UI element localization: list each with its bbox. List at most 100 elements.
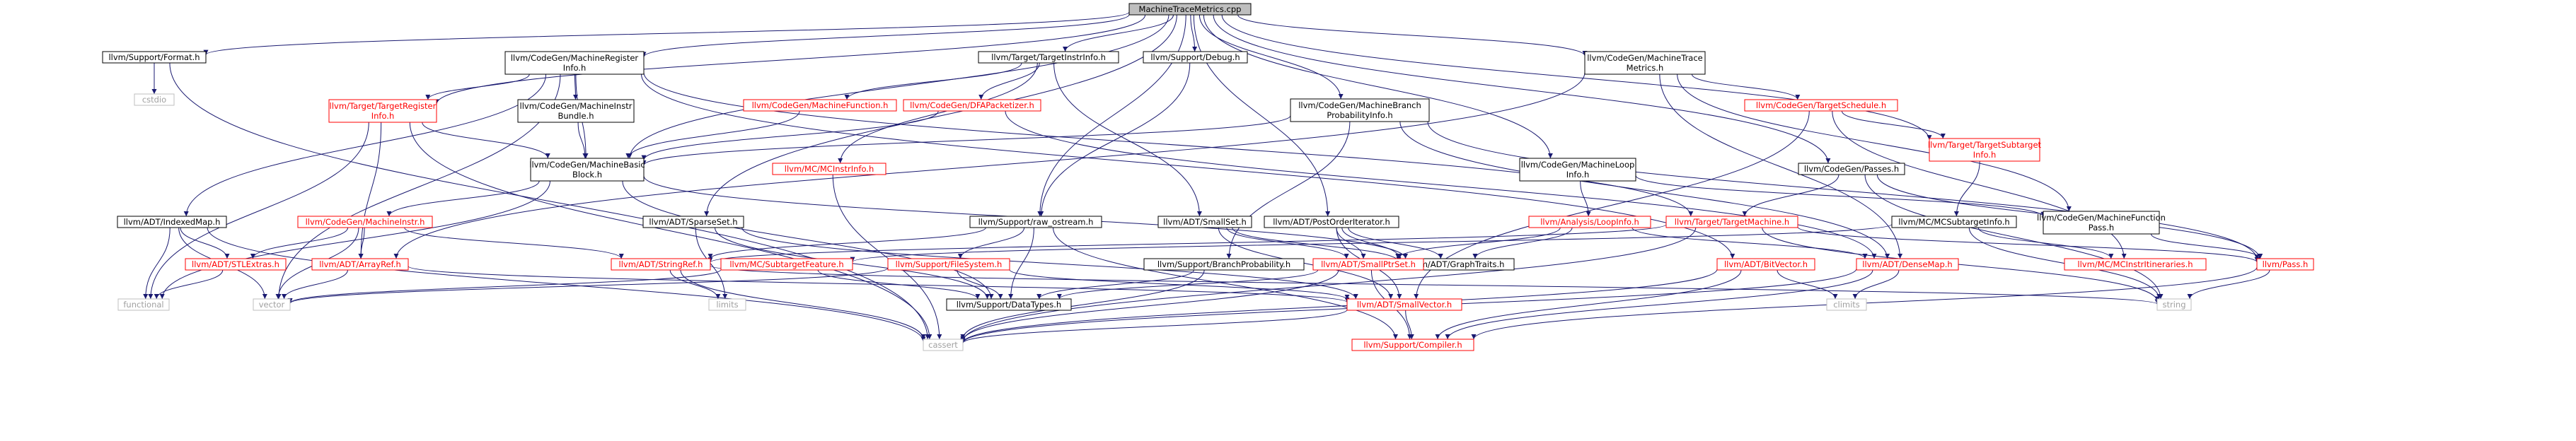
edge-mibundle-to-mbb bbox=[577, 122, 588, 159]
node-stringref[interactable]: llvm/ADT/StringRef.h bbox=[611, 258, 711, 271]
node-format-label: llvm/Support/Format.h bbox=[108, 52, 200, 62]
edge-root-to-mloopinfo bbox=[1203, 14, 1553, 159]
node-mcinstrinfo-label: llvm/MC/MCInstrInfo.h bbox=[785, 164, 874, 174]
node-filesystem-box bbox=[887, 258, 1010, 271]
edge-mreginfo-to-ttm bbox=[643, 72, 1694, 217]
edge-mloopinfo-to-loopinfo bbox=[1580, 180, 1591, 217]
node-smallvector-box bbox=[1346, 298, 1462, 311]
edge-filesystem-to-smallvector bbox=[1009, 269, 1350, 300]
node-passes-box bbox=[1798, 163, 1905, 175]
node-cstdio: cstdio bbox=[134, 93, 175, 106]
node-debug[interactable]: llvm/Support/Debug.h bbox=[1143, 51, 1248, 64]
node-vector: vector bbox=[253, 298, 291, 311]
edge-mtm-to-densemap bbox=[1659, 74, 1903, 259]
edge-pass-to-string bbox=[2187, 269, 2270, 300]
edge-treginfo-to-cassert bbox=[409, 122, 932, 340]
node-stringref-label: llvm/ADT/StringRef.h bbox=[619, 259, 703, 269]
node-datatypes[interactable]: llvm/Support/DataTypes.h bbox=[946, 298, 1072, 311]
node-stringref-box bbox=[611, 258, 711, 271]
edge-mreginfo-to-bitvector bbox=[641, 74, 1735, 259]
node-mloopinfo-label: llvm/CodeGen/MachineLoop bbox=[1521, 160, 1635, 170]
node-indexedmap[interactable]: llvm/ADT/IndexedMap.h bbox=[117, 216, 227, 228]
edge-smallvector-to-compiler bbox=[1405, 310, 1414, 340]
edge-mreginfo-to-treginfo bbox=[425, 74, 530, 100]
node-mcinstrinfo[interactable]: llvm/MC/MCInstrInfo.h bbox=[772, 163, 886, 175]
node-passes[interactable]: llvm/CodeGen/Passes.h bbox=[1798, 163, 1905, 175]
edge-mreginfo-to-mibundle bbox=[573, 74, 579, 100]
node-mfunction[interactable]: llvm/CodeGen/MachineFunction.h bbox=[743, 99, 897, 112]
node-filesystem[interactable]: llvm/Support/FileSystem.h bbox=[887, 258, 1010, 271]
node-mtm-label: Metrics.h bbox=[1627, 63, 1664, 73]
node-datatypes-box bbox=[946, 298, 1072, 311]
node-branchprob-label: llvm/Support/BranchProbability.h bbox=[1157, 259, 1290, 269]
edge-mtm-to-mfpass bbox=[1677, 74, 2072, 212]
node-mcinstritin[interactable]: llvm/MC/MCInstrItineraries.h bbox=[2064, 258, 2207, 271]
node-tsched[interactable]: llvm/CodeGen/TargetSchedule.h bbox=[1744, 99, 1898, 112]
node-minstr[interactable]: llvm/CodeGen/MachineInstr.h bbox=[297, 216, 433, 228]
node-smallptrset[interactable]: llvm/ADT/SmallPtrSet.h bbox=[1312, 258, 1424, 271]
edge-mcsubfeat-to-datatypes bbox=[817, 269, 981, 300]
node-mloopinfo-label: Info.h bbox=[1566, 170, 1590, 180]
edge-poiter-to-set bbox=[1341, 227, 1402, 259]
node-loopinfo[interactable]: llvm/Analysis/LoopInfo.h bbox=[1528, 216, 1651, 228]
edge-root-to-mbpi bbox=[1199, 14, 1344, 100]
edge-mcsubinfo-to-mcsubfeat bbox=[850, 223, 1893, 263]
node-graphtraits[interactable]: llvm/ADT/GraphTraits.h bbox=[1400, 258, 1515, 271]
node-rawostream[interactable]: llvm/Support/raw_ostream.h bbox=[969, 216, 1102, 228]
node-mfpass-label: Pass.h bbox=[2089, 223, 2114, 233]
node-stlextras[interactable]: llvm/ADT/STLExtras.h bbox=[185, 258, 287, 271]
node-compiler-label: llvm/Support/Compiler.h bbox=[1363, 340, 1462, 350]
edge-smallptrset-to-cassert bbox=[960, 269, 1339, 341]
node-pass[interactable]: llvm/Pass.h bbox=[2256, 258, 2314, 271]
node-branchprob[interactable]: llvm/Support/BranchProbability.h bbox=[1143, 258, 1305, 271]
node-bitvector[interactable]: llvm/ADT/BitVector.h bbox=[1716, 258, 1815, 271]
node-poiter[interactable]: llvm/ADT/PostOrderIterator.h bbox=[1264, 216, 1399, 228]
node-passes-label: llvm/CodeGen/Passes.h bbox=[1804, 164, 1899, 174]
edge-tsched-to-tsubinfo bbox=[1841, 110, 1946, 139]
edge-rawostream-to-filesystem bbox=[957, 227, 1025, 259]
node-rawostream-label: llvm/Support/raw_ostream.h bbox=[978, 217, 1094, 227]
node-sparseset[interactable]: llvm/ADT/SparseSet.h bbox=[642, 216, 744, 228]
edge-ttm-to-pass bbox=[1797, 226, 2260, 263]
node-mloopinfo-box bbox=[1519, 158, 1636, 182]
node-format[interactable]: llvm/Support/Format.h bbox=[102, 51, 207, 64]
edge-stringref-to-limits bbox=[669, 269, 721, 300]
node-mbpi[interactable]: llvm/CodeGen/MachineBranchProbabilityInf… bbox=[1290, 98, 1430, 122]
node-functional-label: functional bbox=[123, 300, 163, 310]
node-smallvector[interactable]: llvm/ADT/SmallVector.h bbox=[1346, 298, 1462, 311]
node-ttm[interactable]: llvm/Target/TargetMachine.h bbox=[1665, 216, 1798, 228]
node-mbpi-label: llvm/CodeGen/MachineBranch bbox=[1298, 100, 1421, 110]
node-densemap[interactable]: llvm/ADT/DenseMap.h bbox=[1856, 258, 1959, 271]
edge-passes-to-ttm bbox=[1742, 174, 1839, 217]
edge-loopinfo-to-graphtraits bbox=[1472, 227, 1573, 259]
node-smallset[interactable]: llvm/ADT/SmallSet.h bbox=[1157, 216, 1252, 228]
edge-mbpi-to-pass bbox=[1427, 121, 2260, 260]
node-compiler[interactable]: llvm/Support/Compiler.h bbox=[1351, 339, 1474, 351]
edge-indexedmap-to-functional bbox=[143, 227, 171, 300]
node-debug-label: llvm/Support/Debug.h bbox=[1150, 52, 1240, 62]
node-dfapack[interactable]: llvm/CodeGen/DFAPacketizer.h bbox=[903, 99, 1041, 112]
node-mreginfo-box bbox=[504, 51, 645, 75]
node-arrayref[interactable]: llvm/ADT/ArrayRef.h bbox=[311, 258, 409, 271]
edge-bitvector-to-climits bbox=[1777, 269, 1838, 300]
node-sparseset-box bbox=[642, 216, 744, 228]
edge-tinstrinfo-to-mfunction bbox=[844, 62, 1022, 100]
node-tinstrinfo[interactable]: llvm/Target/TargetInstrInfo.h bbox=[978, 51, 1119, 64]
node-ttm-label: llvm/Target/TargetMachine.h bbox=[1675, 217, 1789, 227]
node-mtm[interactable]: llvm/CodeGen/MachineTraceMetrics.h bbox=[1584, 51, 1706, 75]
node-mreginfo-label: llvm/CodeGen/MachineRegister bbox=[511, 53, 639, 63]
node-tsched-label: llvm/CodeGen/TargetSchedule.h bbox=[1756, 100, 1886, 110]
edge-mfpass-to-pass bbox=[2151, 233, 2263, 259]
node-ttm-box bbox=[1665, 216, 1798, 228]
node-mcsubfeat[interactable]: llvm/MC/SubtargetFeature.h bbox=[720, 258, 853, 271]
node-mcsubinfo[interactable]: llvm/MC/MCSubtargetInfo.h bbox=[1891, 216, 2017, 228]
node-format-box bbox=[102, 51, 207, 64]
